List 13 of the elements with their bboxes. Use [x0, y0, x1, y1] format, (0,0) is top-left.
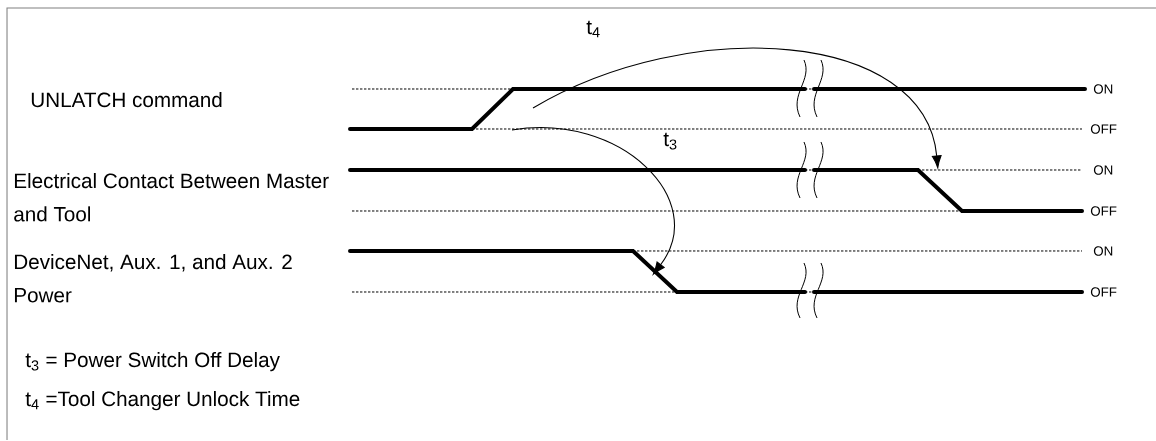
level-label: OFF [1090, 124, 1117, 134]
signal-label: Electrical Contact Between Master and Tool [14, 173, 329, 222]
time-label: t$_{4}$ [586, 20, 600, 38]
level-label: ON [1093, 246, 1113, 256]
level-label: OFF [1090, 206, 1117, 216]
signal-label: UNLATCH command [31, 92, 222, 108]
note: t$_{3}$ = Power Switch Off Delay [25, 352, 280, 372]
time-label: t$_{3}$ [663, 132, 677, 150]
level-label: OFF [1090, 287, 1117, 297]
level-label: ON [1093, 165, 1113, 175]
note: t$_{4}$ =Tool Changer Unlock Time [25, 391, 300, 411]
level-label: ON [1093, 84, 1113, 94]
signal-label: DeviceNet, Aux. 1, and Aux. 2 Power [14, 254, 292, 303]
